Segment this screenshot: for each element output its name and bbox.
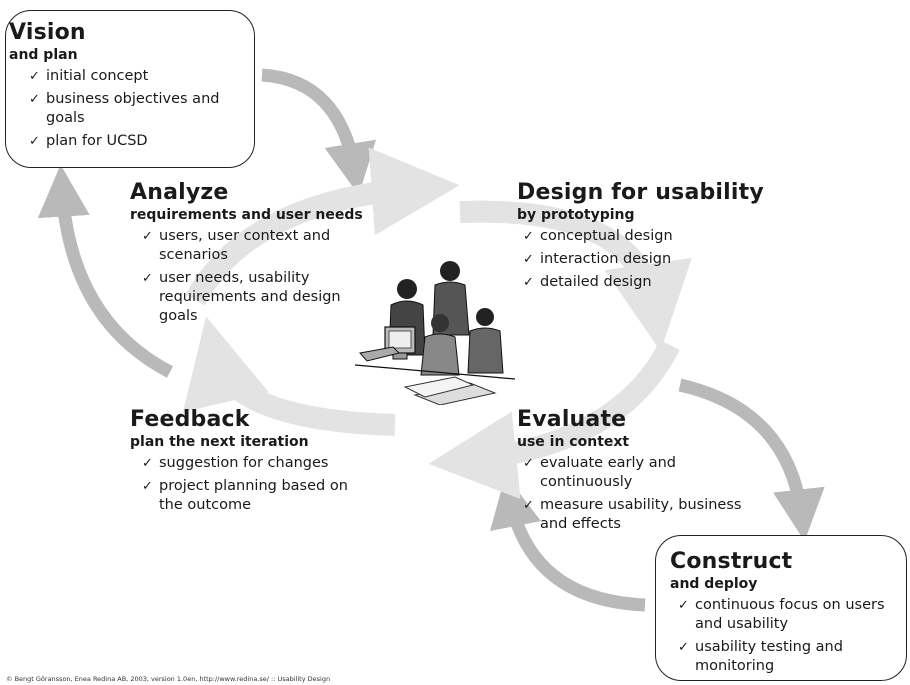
check-icon: ✓ (523, 498, 534, 513)
vision-checklist: ✓initial concept ✓business objectives an… (9, 67, 249, 151)
checklist-item: ✓user needs, usability requirements and … (142, 270, 341, 324)
check-icon: ✓ (29, 69, 40, 84)
evaluate-title: Evaluate (517, 407, 627, 432)
check-icon: ✓ (142, 456, 153, 471)
vision-subtitle: and plan (9, 47, 78, 63)
check-icon: ✓ (678, 640, 689, 655)
vision-title: Vision (9, 20, 86, 45)
evaluate-checklist: ✓evaluate early and continuously ✓measur… (517, 454, 773, 534)
design-subtitle: by prototyping (517, 207, 635, 223)
vision-box (5, 10, 255, 168)
checklist-item: ✓evaluate early and continuously (523, 455, 676, 490)
team-illustration (355, 261, 515, 405)
construct-subtitle: and deploy (670, 576, 758, 592)
feedback-checklist: ✓suggestion for changes ✓project plannin… (130, 454, 367, 515)
checklist-item: ✓plan for UCSD (29, 133, 148, 149)
arrow-feedback-to-vision (37, 164, 174, 378)
checklist-item: ✓business objectives and goals (29, 91, 220, 126)
check-icon: ✓ (29, 134, 40, 149)
check-icon: ✓ (523, 275, 534, 290)
feedback-title: Feedback (130, 407, 250, 432)
feedback-subtitle: plan the next iteration (130, 434, 309, 450)
copyright-footer: © Bengt Göransson, Enea Redina AB, 2003,… (6, 675, 331, 683)
design-title: Design for usability (517, 180, 764, 205)
arrow-design-to-evaluate (459, 200, 692, 352)
check-icon: ✓ (142, 271, 153, 286)
analyze-stage: Analyze requirements and user needs ✓use… (130, 180, 380, 330)
evaluate-stage: Evaluate use in context ✓evaluate early … (517, 407, 777, 538)
feedback-stage: Feedback plan the next iteration ✓sugges… (130, 407, 380, 519)
arrow-feedback-to-analyze (183, 316, 396, 436)
checklist-item: ✓initial concept (29, 68, 149, 84)
checklist-item: ✓usability testing and monitoring (678, 639, 843, 674)
check-icon: ✓ (142, 479, 153, 494)
design-stage: Design for usability by prototyping ✓con… (517, 180, 787, 296)
checklist-item: ✓conceptual design (523, 228, 673, 244)
check-icon: ✓ (523, 229, 534, 244)
arrow-vision-to-analyze (261, 68, 377, 196)
checklist-item: ✓suggestion for changes (142, 455, 329, 471)
construct-box (655, 535, 907, 681)
checklist-item: ✓interaction design (523, 251, 672, 267)
vision-stage: Vision and plan ✓initial concept ✓busine… (9, 20, 249, 155)
check-icon: ✓ (142, 229, 153, 244)
check-icon: ✓ (523, 456, 534, 471)
design-checklist: ✓conceptual design ✓interaction design ✓… (517, 227, 787, 292)
arrow-evaluate-to-construct (678, 378, 825, 542)
check-icon: ✓ (29, 92, 40, 107)
construct-stage: Construct and deploy ✓continuous focus o… (670, 549, 900, 680)
checklist-item: ✓continuous focus on users and usability (678, 597, 885, 632)
checklist-item: ✓users, user context and scenarios (142, 228, 331, 263)
analyze-checklist: ✓users, user context and scenarios ✓user… (130, 227, 367, 326)
analyze-subtitle: requirements and user needs (130, 207, 363, 223)
checklist-item: ✓measure usability, business and effects (523, 497, 742, 532)
checklist-item: ✓detailed design (523, 274, 652, 290)
evaluate-subtitle: use in context (517, 434, 630, 450)
arrow-evaluate-to-feedback (428, 339, 680, 500)
arrow-analyze-to-design (185, 147, 460, 306)
checklist-item: ✓project planning based on the outcome (142, 478, 348, 513)
arrow-construct-to-evaluate (490, 475, 646, 612)
construct-title: Construct (670, 549, 793, 574)
analyze-title: Analyze (130, 180, 229, 205)
construct-checklist: ✓continuous focus on users and usability… (670, 596, 893, 676)
check-icon: ✓ (523, 252, 534, 267)
check-icon: ✓ (678, 598, 689, 613)
